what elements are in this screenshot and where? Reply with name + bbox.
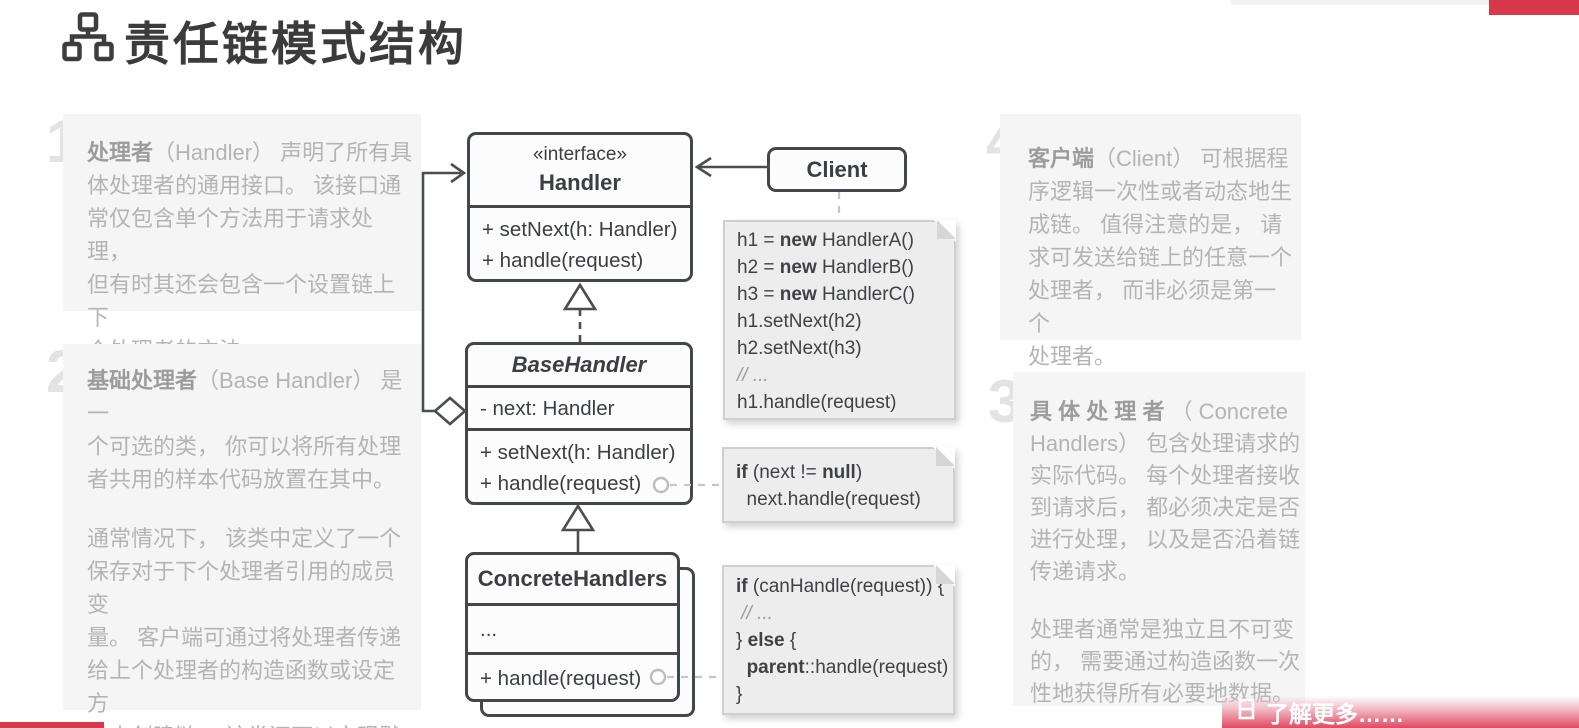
annotation-text: 基础处理者（Base Handler） 是一 个可选的类， 你可以将所有处理 者… [87,368,403,492]
annotation-block-1: 处理者（Handler） 声明了所有具 体处理者的通用接口。 该接口通 常仅包含… [63,114,421,363]
page-title: 责任链模式结构 [124,18,467,70]
client-code-note: h1 = new HandlerA()h2 = new HandlerB()h3… [723,220,956,420]
class-name: Handler [539,170,621,195]
aggregation-diamond-icon [433,396,467,426]
method-label: + setNext(h: Handler) [482,218,678,241]
annotation-block-3: 具 体 处 理 者 （ Concrete Handlers） 包含处理请求的 实… [1013,372,1305,706]
learn-more-banner[interactable]: 了解更多…… [1222,696,1579,728]
method-label: + handle(request) [482,249,644,272]
annotation-text: 客户端（Client） 可根据程 序逻辑一次性或者动态地生 成链。 值得注意的是… [1028,146,1293,369]
top-gray-strip [1231,0,1506,5]
field-label: - next: Handler [480,396,615,420]
annotation-lead: 处理者 [87,140,154,165]
annotation-text: 处理者（Handler） 声明了所有具 体处理者的通用接口。 该接口通 常仅包含… [87,140,413,363]
class-box-concretehandlers: ConcreteHandlers ... + handle(request) [465,552,680,702]
stereotype-label: «interface» [532,144,627,165]
top-right-red-bar [1489,0,1579,15]
open-arrowhead-icon [450,162,467,184]
field-label: ... [480,617,498,641]
open-arrowhead-icon [694,156,712,178]
class-name: ConcreteHandlers [477,566,668,591]
method-label: + setNext(h: Handler) [480,441,676,464]
learn-more-label: 了解更多…… [1266,701,1404,727]
annotation-text: 具 体 处 理 者 （ Concrete Handlers） 包含处理请求的 实… [1030,399,1301,584]
basehandler-code-note: if (next != null) next.handle(request) [722,447,955,523]
concrete-code-note: if (canHandle(request)) { // ...} else {… [722,565,955,715]
sitemap-icon [62,12,114,67]
book-icon [1238,698,1256,726]
annotation-block-2: 基础处理者（Base Handler） 是一 个可选的类， 你可以将所有处理 者… [63,344,421,728]
annotation-text: 处理者通常是独立且不可变 的， 需要通过构造函数一次 性地获得所有必要地数据。 [1030,617,1301,706]
method-label: + handle(request) [480,472,642,495]
annotation-lead: 具 体 处 理 者 [1030,399,1165,424]
annotation-block-4: 客户端（Client） 可根据程 序逻辑一次性或者动态地生 成链。 值得注意的是… [1000,114,1301,369]
aggregation-line [421,171,461,413]
annotation-text: 通常情况下， 该类中定义了一个 保存对于下个处理者引用的成员变 量。 客户端可通… [87,526,402,728]
class-name: BaseHandler [511,352,647,377]
bottom-left-red-bar [0,722,104,728]
class-name: Client [806,156,868,182]
annotation-lead: 客户端 [1028,146,1095,171]
annotation-lead: 基础处理者 [87,368,198,393]
realization-triangle-icon [562,282,598,311]
class-box-basehandler: BaseHandler - next: Handler + setNext(h:… [465,342,693,505]
method-label: + handle(request) [480,667,642,690]
class-box-handler-interface: «interface» Handler + setNext(h: Handler… [467,132,693,282]
inheritance-triangle-icon [560,503,596,532]
class-box-client: Client [767,147,907,192]
